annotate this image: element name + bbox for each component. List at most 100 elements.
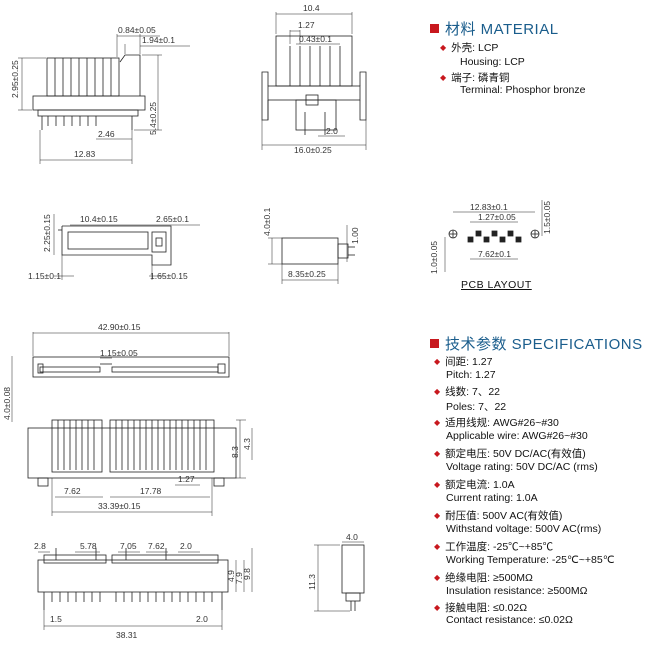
spec-en: Working Temperature: -25℃~+85℃ xyxy=(446,554,615,566)
dim-label: 16.0±0.25 xyxy=(294,145,332,155)
spec-row-en: Pitch: 1.27 xyxy=(446,369,496,381)
spec-en: Voltage rating: 50V DC/AC (rms) xyxy=(446,461,598,473)
dim-label: 4.3 xyxy=(242,438,252,450)
dim-label: 4.0±0.08 xyxy=(2,387,12,420)
dim-label: 2.46 xyxy=(98,129,115,139)
small-side-profile-dimension-lines xyxy=(314,541,364,612)
dim-label: 38.31 xyxy=(116,630,138,640)
dim-label: 1.27 xyxy=(298,20,315,30)
plug-top-view xyxy=(58,225,172,266)
diamond-bullet-icon: ◆ xyxy=(434,418,441,427)
spec-row-en: Contact resistance: ≤0.02Ω xyxy=(446,614,573,626)
diamond-bullet-icon: ◆ xyxy=(434,573,441,582)
spec-row-cn: ◆ 额定电流: 1.0A xyxy=(434,477,515,492)
specifications-title: 技术参数 SPECIFICATIONS xyxy=(445,336,643,353)
dim-label: 1.27 xyxy=(178,474,195,484)
red-square-icon xyxy=(430,24,439,33)
spec-cn: 线数: 7、22 xyxy=(445,386,501,398)
diamond-bullet-icon: ◆ xyxy=(434,387,441,396)
dim-label: 2.25±0.15 xyxy=(42,214,52,252)
diamond-bullet-icon: ◆ xyxy=(434,603,441,612)
spec-row-en: Insulation resistance: ≥500MΩ xyxy=(446,585,587,597)
spec-en: Poles: 7、22 xyxy=(446,401,507,413)
material-row: ◆外壳: LCP xyxy=(440,40,498,55)
material-row: Housing: LCP xyxy=(460,56,525,68)
spec-cn: 绝缘电阻: ≥500MΩ xyxy=(445,572,533,584)
spec-cn: 适用线规: AWG#26~#30 xyxy=(445,417,559,429)
dim-label: 7.62 xyxy=(64,486,81,496)
plug-top-view-dimension-lines xyxy=(53,214,200,280)
dim-label: 12.83±0.1 xyxy=(470,202,508,212)
diamond-bullet-icon: ◆ xyxy=(434,357,441,366)
receptacle-top-view-dimension-lines xyxy=(11,332,230,422)
diamond-bullet-icon: ◆ xyxy=(440,73,447,82)
dim-label: 7.62±0.1 xyxy=(478,249,511,259)
spec-en: Withstand voltage: 500V AC(rms) xyxy=(446,523,602,535)
dim-label: 42.90±0.15 xyxy=(98,322,141,332)
diamond-bullet-icon: ◆ xyxy=(434,542,441,551)
material-heading: 材料 MATERIAL xyxy=(430,18,559,39)
dim-label: 1.94±0.1 xyxy=(142,35,175,45)
dim-label: 33.39±0.15 xyxy=(98,501,141,511)
dim-label: 1.5 xyxy=(50,614,62,624)
spec-cn: 间距: 1.27 xyxy=(445,356,493,368)
spec-cn: 接触电阻: ≤0.02Ω xyxy=(445,602,528,614)
dim-label: 9.8 xyxy=(242,568,252,580)
pcb-layout-dimension-lines xyxy=(444,200,543,272)
spec-row-en: Withstand voltage: 500V AC(rms) xyxy=(446,523,601,535)
diamond-bullet-icon: ◆ xyxy=(434,480,441,489)
dim-label: 7.9 xyxy=(234,572,244,584)
spec-row-en: Poles: 7、22 xyxy=(446,399,506,414)
material-title: 材料 MATERIAL xyxy=(445,21,559,38)
dim-label: 7.62 xyxy=(148,541,165,551)
diamond-bullet-icon: ◆ xyxy=(440,43,447,52)
front-view-connector xyxy=(261,35,367,135)
dim-label: 1.15±0.1 xyxy=(28,271,61,281)
dim-label: 1.00 xyxy=(350,227,360,244)
dim-label: 4.0±0.1 xyxy=(262,207,272,236)
receptacle-front-view-dimension-lines xyxy=(51,419,253,516)
spec-cn: 额定电压: 50V DC/AC(有效值) xyxy=(445,448,586,460)
spec-en: Insulation resistance: ≥500MΩ xyxy=(446,585,588,597)
spec-row-en: Current rating: 1.0A xyxy=(446,492,538,504)
receptacle-bottom-view xyxy=(37,548,229,610)
receptacle-bottom-view-dimension-lines xyxy=(38,548,253,630)
dim-label: 1.5±0.05 xyxy=(542,201,552,234)
dim-label: 1.65±0.15 xyxy=(150,271,188,281)
dim-label: 10.4±0.15 xyxy=(80,214,118,224)
spec-row-cn: ◆ 适用线规: AWG#26~#30 xyxy=(434,415,559,430)
spec-en: Current rating: 1.0A xyxy=(446,492,538,504)
housing-en: Housing: LCP xyxy=(460,56,525,68)
dim-label: 2.0 xyxy=(196,614,208,624)
receptacle-top-view xyxy=(32,356,230,378)
spec-row-en: Working Temperature: -25℃~+85℃ xyxy=(446,554,615,566)
terminal-en: Terminal: Phosphor bronze xyxy=(460,84,586,96)
dim-label: 5.4±0.25 xyxy=(148,102,158,135)
side-view-connector xyxy=(32,54,146,130)
dim-label: 2.95±0.25 xyxy=(10,60,20,98)
dim-label: 0.43±0.1 xyxy=(299,34,332,44)
dim-label: 12.83 xyxy=(74,149,96,159)
red-square-icon xyxy=(430,339,439,348)
spec-en: Pitch: 1.27 xyxy=(446,369,496,381)
spec-en: Applicable wire: AWG#26~#30 xyxy=(446,430,588,442)
pcb-layout-label: PCB LAYOUT xyxy=(461,279,532,291)
spec-row-cn: ◆ 绝缘电阻: ≥500MΩ xyxy=(434,570,533,585)
receptacle-front-view xyxy=(27,419,237,487)
spec-row-en: Applicable wire: AWG#26~#30 xyxy=(446,430,588,442)
side-view-dimension-lines xyxy=(18,34,190,164)
dim-label: 1.27±0.05 xyxy=(478,212,516,222)
specifications-heading: 技术参数 SPECIFICATIONS xyxy=(430,333,643,354)
material-row: Terminal: Phosphor bronze xyxy=(460,84,585,96)
pcb-layout-pattern xyxy=(448,229,540,243)
terminal-cn: 端子: 磷青铜 xyxy=(451,72,510,84)
spec-cn: 额定电流: 1.0A xyxy=(445,479,515,491)
dim-label: 8.3 xyxy=(230,446,240,458)
small-side-view xyxy=(281,237,355,265)
spec-row-cn: ◆ 间距: 1.27 xyxy=(434,354,492,369)
spec-row-cn: ◆耐压值: 500V AC(有效值) xyxy=(434,508,562,523)
spec-row-cn: ◆ 工作温度: -25℃~+85℃ xyxy=(434,539,553,554)
spec-cn: 工作温度: -25℃~+85℃ xyxy=(445,541,554,553)
spec-row-en: Voltage rating: 50V DC/AC (rms) xyxy=(446,461,598,473)
